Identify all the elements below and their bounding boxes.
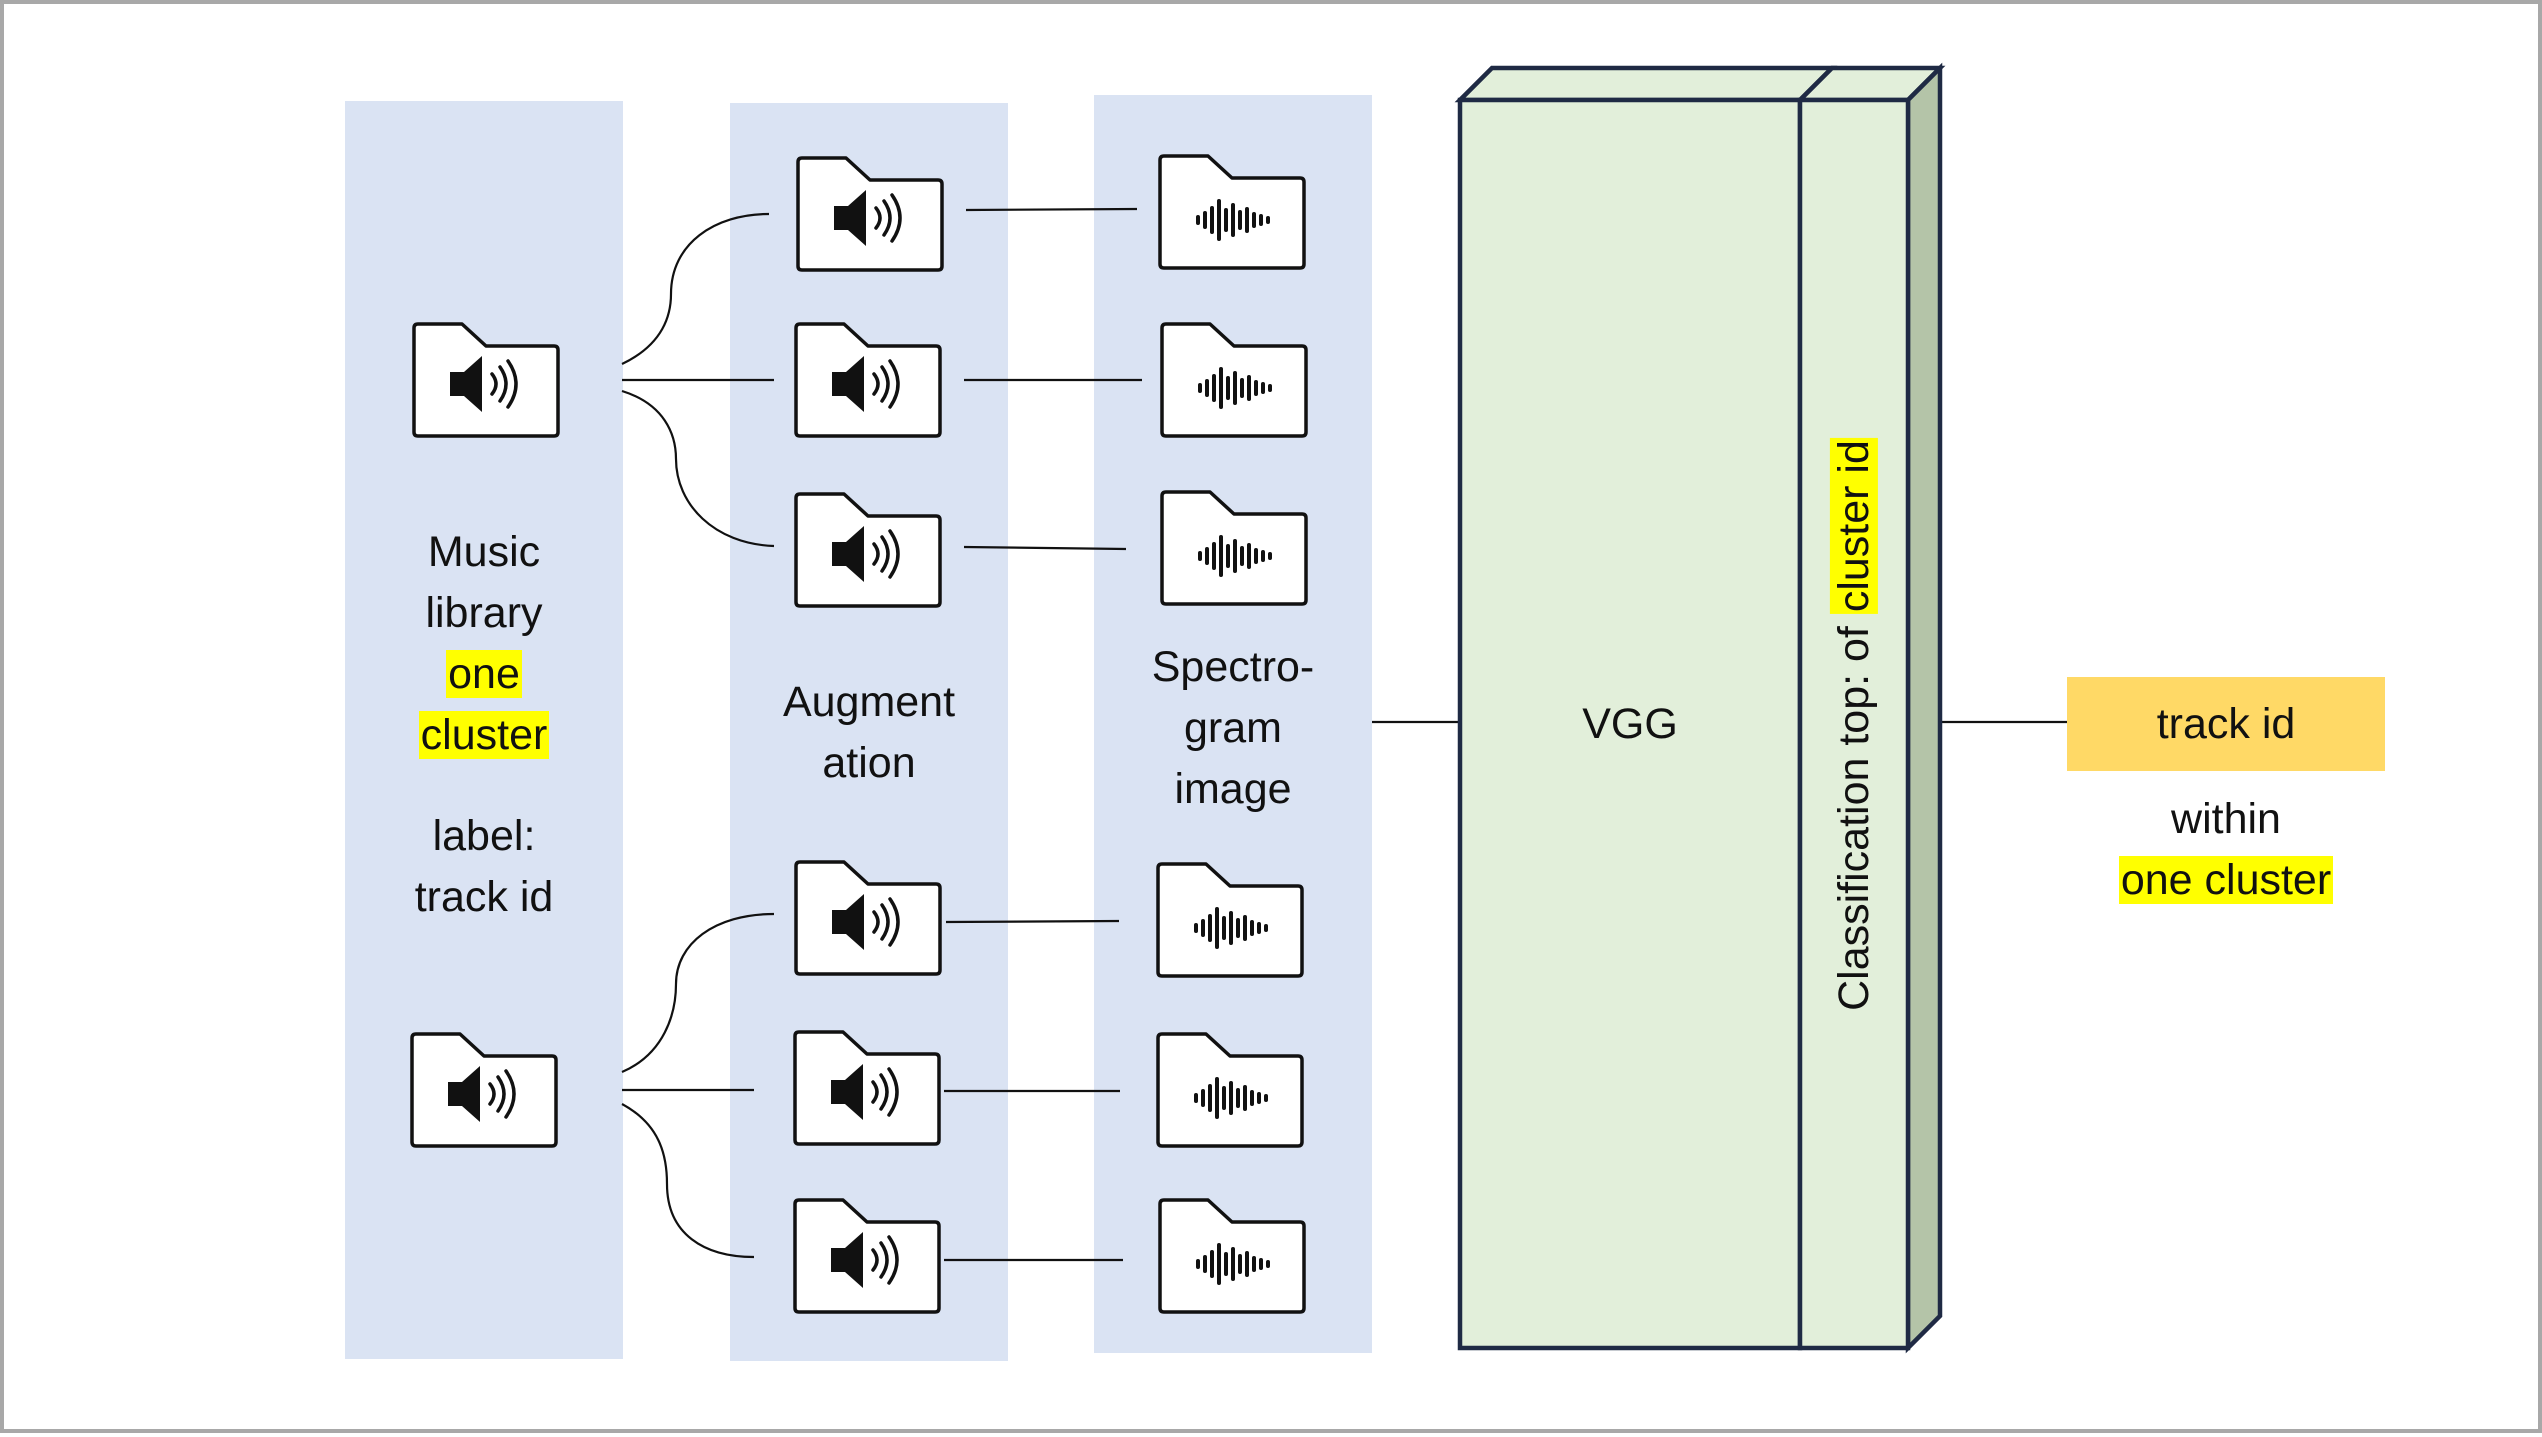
music-library-label: Music library one cluster label: track i… [345, 522, 623, 928]
cluster-highlight: cluster [418, 711, 550, 759]
spectrogram-line2: gram [1184, 704, 1282, 752]
cluster-id-highlight: cluster id [1829, 437, 1878, 614]
diagram-svg [345, 62, 2067, 1361]
track-id-output-box: track id [2067, 677, 2385, 771]
vgg-front-face [1457, 97, 1803, 1351]
classification-label: Classification top: of cluster id [1824, 437, 1885, 1011]
vgg-label: VGG [1582, 700, 1678, 748]
music-library-line2: library [425, 589, 543, 637]
vgg-top-face [1454, 65, 1838, 103]
augmentation-line1: Augment [782, 678, 956, 726]
classification-text: Classification top: of [1829, 613, 1878, 1011]
spectrogram-line1: Spectro- [1151, 643, 1315, 691]
track-id-label: track id [2156, 699, 2296, 748]
one-cluster-highlight: one cluster [2118, 856, 2334, 904]
augmentation-label: Augment ation [730, 672, 1008, 794]
label-line2: track id [414, 873, 554, 921]
model-block [1454, 62, 1946, 1354]
classification-front-face [1797, 97, 1911, 1351]
augmentation-line2: ation [822, 739, 916, 787]
within-text: within [2171, 795, 2281, 843]
within-label: within one cluster [2067, 789, 2385, 911]
music-library-line1: Music [427, 528, 541, 576]
spectrogram-label: Spectro- gram image [1094, 637, 1372, 820]
augmentation-column [730, 103, 1008, 1361]
one-highlight: one [446, 650, 522, 698]
classification-side-face [1905, 62, 1943, 1354]
classification-label-wrap: Classification top: of cluster id [1800, 99, 1908, 1349]
spectrogram-line3: image [1174, 765, 1292, 813]
connector-lines [621, 207, 2067, 1262]
label-line1: label: [432, 812, 536, 860]
